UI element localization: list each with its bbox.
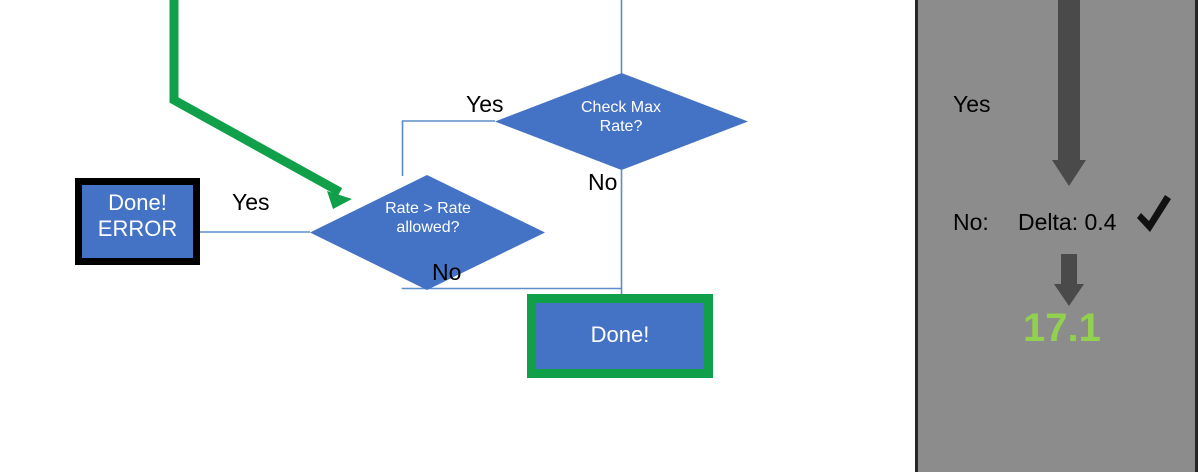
connector-rate-allowed-no-to-done — [401, 287, 622, 290]
edge-label-rate-allowed-no: No — [432, 259, 462, 285]
panel-arrow-graphics — [1052, 0, 1171, 306]
green-trace-arrow — [169, 0, 352, 209]
flowchart-graphics — [169, 0, 748, 294]
panel-result-value: 17.1 — [1023, 306, 1101, 350]
node-done[interactable] — [527, 294, 713, 378]
edge-label-check-max-yes: Yes — [466, 91, 504, 117]
panel-delta-label: Delta: 0.4 — [1018, 209, 1117, 235]
decision-check-max-rate — [495, 73, 748, 170]
edge-label-check-max-no: No — [588, 169, 618, 195]
connector-check-max-yes-to-rate-allowed — [401, 120, 495, 176]
panel-yes-label: Yes — [953, 91, 991, 117]
panel-no-label: No: — [953, 209, 989, 235]
panel-arrow-bottom-icon — [1054, 254, 1084, 306]
node-done-error[interactable] — [75, 178, 200, 265]
edge-label-rate-allowed-yes: Yes — [232, 189, 270, 215]
annotation-panel: Yes No: Delta: 0.4 17.1 — [915, 0, 1198, 472]
panel-arrow-top-icon — [1052, 0, 1086, 186]
decision-rate-gt-rate-allowed — [310, 175, 545, 290]
check-mark-icon — [1137, 195, 1171, 232]
